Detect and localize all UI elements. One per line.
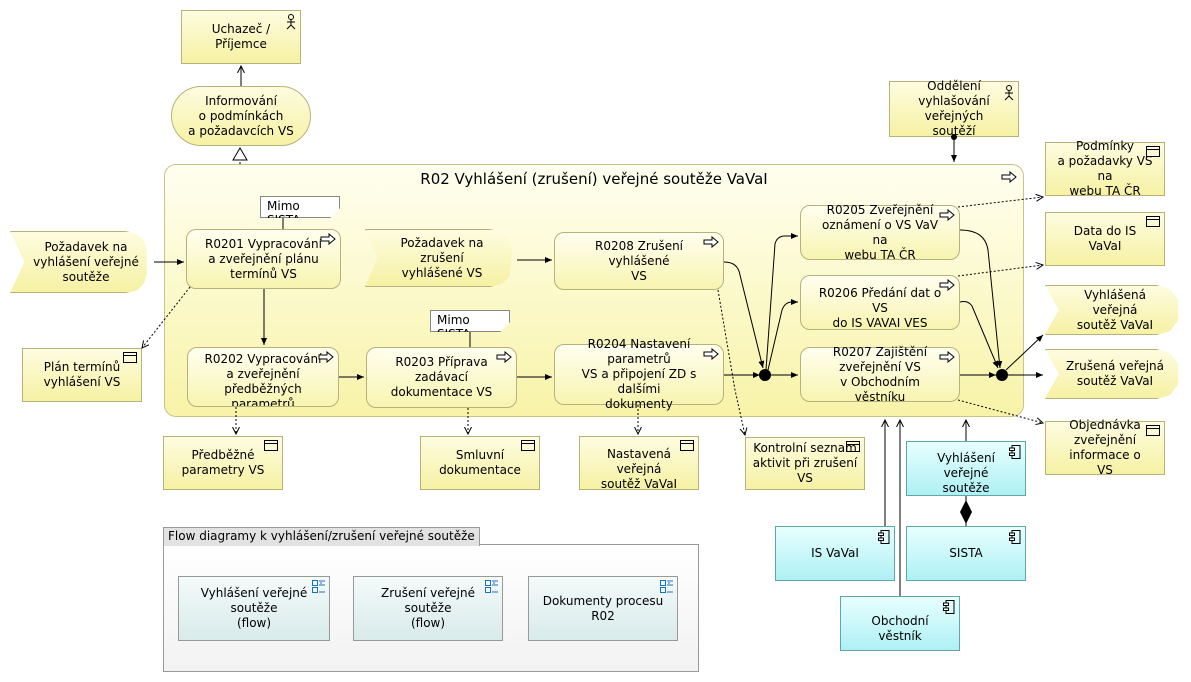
process-arrow-icon xyxy=(703,348,719,360)
component-sista[interactable]: SISTA xyxy=(906,526,1026,581)
flow-group-title: Flow diagramy k vyhlášení/zrušení veřejn… xyxy=(163,527,480,546)
actor-icon xyxy=(286,14,296,30)
business-object-icon xyxy=(264,440,278,451)
component-icon xyxy=(943,600,955,614)
component-obchodni-vestnik[interactable]: Obchodní věstník xyxy=(840,596,960,651)
trigger-line xyxy=(765,233,798,371)
process-r0201[interactable]: R0201 Vypracování a zveřejnění plánu ter… xyxy=(186,229,341,289)
process-arrow-icon xyxy=(939,351,955,363)
diagram-model-icon xyxy=(312,580,325,593)
trigger-line xyxy=(959,229,1003,369)
junction xyxy=(759,369,771,381)
diagram-model-icon xyxy=(485,580,498,593)
group-title: R02 Vyhlášení (zrušení) veřejné soutěže … xyxy=(420,170,768,188)
trigger-line xyxy=(723,261,765,369)
actor-uchazec[interactable]: Uchazeč / Příjemce xyxy=(181,10,301,64)
composition-diamond xyxy=(960,500,972,524)
event-pozadavek-vyhlaseni[interactable]: Požadavek na vyhlášení veřejné soutěže xyxy=(10,231,147,293)
junction xyxy=(996,369,1008,381)
component-icon xyxy=(1009,445,1021,459)
process-r0203[interactable]: R0203 Příprava zadávací dokumentace VS xyxy=(366,347,517,408)
diagram-ref-dokumenty[interactable]: Dokumenty procesu R02 xyxy=(528,576,678,641)
object-data-do-is[interactable]: Data do IS VaVaI xyxy=(1045,212,1165,266)
process-r0207[interactable]: R0207 Zajištění zveřejnění VS v Obchodní… xyxy=(800,345,960,404)
actor-oddeleni[interactable]: Oddělení vyhlašování veřejných soutěží xyxy=(889,79,1019,138)
trigger-line xyxy=(1005,334,1044,371)
process-r0204[interactable]: R0204 Nastavení parametrů VS a připojení… xyxy=(554,337,724,411)
note-mimo-sista-2[interactable]: Mimo SISTA xyxy=(430,310,510,332)
process-r0202[interactable]: R0202 Vypracování a zveřejnění předběžný… xyxy=(187,347,339,407)
trigger-line xyxy=(767,299,798,371)
business-object-icon xyxy=(1146,216,1160,227)
process-arrow-icon xyxy=(939,209,955,221)
service-informovani[interactable]: Informování o podmínkách a požadavcích V… xyxy=(171,86,311,146)
object-smluvni-dokumentace[interactable]: Smluvní dokumentace xyxy=(420,436,540,490)
object-nastavena-vs[interactable]: Nastavená veřejná soutěž VaVaI xyxy=(579,436,699,491)
process-arrow-icon xyxy=(318,351,334,363)
event-vyhlasena-vs[interactable]: Vyhlášená veřejná soutěž VaVaI xyxy=(1045,285,1179,335)
process-arrow-icon xyxy=(320,233,336,245)
event-zrusena-vs[interactable]: Zrušená veřejná soutěž VaVaI xyxy=(1045,349,1179,399)
component-icon xyxy=(878,530,890,544)
actor-icon xyxy=(1004,85,1014,101)
trigger-line xyxy=(959,301,999,369)
object-plan-terminu[interactable]: Plán termínů vyhlášení VS xyxy=(22,348,142,402)
business-object-icon xyxy=(680,440,694,451)
note-mimo-sista-1[interactable]: Mimo SISTA xyxy=(260,196,340,218)
process-r0206[interactable]: R0206 Předání dat o VS do IS VAVAI VES xyxy=(800,275,960,330)
object-podminky-pozadavky[interactable]: Podmínky a požadavky VS na webu TA ČR xyxy=(1045,139,1165,198)
object-kontrolni-seznam[interactable]: Kontrolní seznam aktivit při zrušení VS xyxy=(745,437,865,490)
business-object-icon xyxy=(846,441,860,452)
process-r0205[interactable]: R0205 Zveřejnění oznámení o VS VaV na we… xyxy=(800,203,960,262)
assignment-dot xyxy=(951,134,957,140)
diagram-ref-vyhlaseni[interactable]: Vyhlášení veřejné soutěže (flow) xyxy=(178,576,330,641)
business-object-icon xyxy=(1146,146,1160,157)
component-vyhlaseni-vs[interactable]: Vyhlášení veřejné soutěže xyxy=(906,441,1026,496)
process-arrow-icon xyxy=(1001,171,1017,183)
diagram-ref-zruseni[interactable]: Zrušení veřejné soutěže (flow) xyxy=(353,576,503,641)
business-object-icon xyxy=(123,352,137,363)
business-object-icon xyxy=(521,440,535,451)
component-icon xyxy=(1009,530,1021,544)
component-is-vavai[interactable]: IS VaVaI xyxy=(775,526,895,581)
business-object-icon xyxy=(1146,425,1160,436)
realization-triangle xyxy=(232,147,248,161)
process-r0208[interactable]: R0208 Zrušení vyhlášené VS xyxy=(554,232,724,290)
diagram-model-icon xyxy=(660,580,673,593)
process-arrow-icon xyxy=(496,351,512,363)
object-predbezne-parametry[interactable]: Předběžné parametry VS xyxy=(163,436,283,490)
process-arrow-icon xyxy=(703,236,719,248)
process-arrow-icon xyxy=(939,279,955,291)
object-objednavka[interactable]: Objednávka zveřejnění informace o VS xyxy=(1045,418,1165,477)
